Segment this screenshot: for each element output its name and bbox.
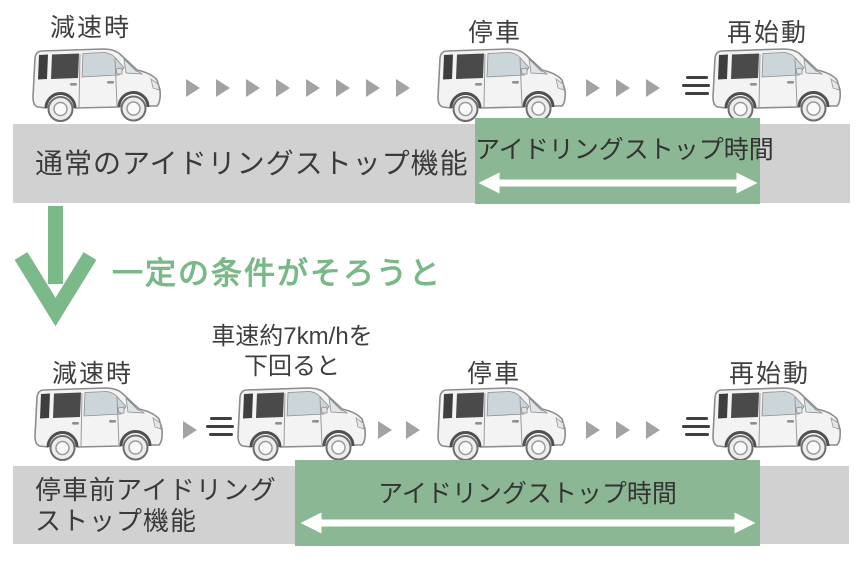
flow-arrow-icon bbox=[586, 421, 600, 439]
car-icon bbox=[707, 385, 842, 463]
stage-label-stopped: 停車 bbox=[468, 19, 523, 47]
flow-arrow-icon bbox=[186, 79, 200, 97]
flow-arrow-icon bbox=[646, 421, 660, 439]
idling-stop-time-label: アイドリングストップ時間 bbox=[378, 480, 677, 508]
motion-lines-icon bbox=[206, 417, 236, 437]
normal-function-title: 通常のアイドリングストップ機能 bbox=[35, 148, 469, 179]
motion-lines-icon bbox=[682, 76, 712, 96]
flow-arrow-icon bbox=[586, 79, 600, 97]
flow-arrow-icon bbox=[616, 421, 630, 439]
idling-stop-time-label: アイドリングストップ時間 bbox=[475, 136, 774, 164]
flow-arrow-icon bbox=[646, 79, 660, 97]
speed-note-line2: 下回ると bbox=[244, 353, 340, 380]
car-icon bbox=[707, 46, 842, 124]
stage-label-restart: 再始動 bbox=[729, 360, 811, 388]
flow-arrow-icon bbox=[216, 79, 230, 97]
car-icon bbox=[232, 385, 367, 463]
down-arrow-icon bbox=[14, 206, 97, 327]
flow-arrow-icon bbox=[616, 79, 630, 97]
flow-arrow-icon bbox=[378, 421, 392, 439]
flow-arrow-icon bbox=[406, 421, 420, 439]
flow-arrow-icon bbox=[306, 79, 320, 97]
transition-heading: 一定の条件がそろうと bbox=[112, 256, 442, 291]
flow-arrow-icon bbox=[246, 79, 260, 97]
speed-note: 車速約7km/hを 下回ると bbox=[192, 322, 392, 382]
stage-label-decelerating: 減速時 bbox=[52, 360, 134, 388]
car-icon bbox=[27, 46, 162, 124]
stage-label-decelerating: 減速時 bbox=[50, 14, 132, 42]
stage-label-restart: 再始動 bbox=[727, 19, 809, 47]
idling-stop-time-highlight: アイドリングストップ時間 bbox=[295, 460, 760, 546]
speed-note-line1: 車速約7km/hを bbox=[211, 323, 373, 350]
flow-arrow-icon bbox=[276, 79, 290, 97]
prestop-function-title-line1: 停車前アイドリング bbox=[35, 475, 277, 505]
flow-arrow-icon bbox=[336, 79, 350, 97]
flow-arrow-icon bbox=[183, 421, 197, 439]
stage-label-stopped: 停車 bbox=[467, 360, 522, 388]
car-icon bbox=[432, 385, 567, 463]
car-icon bbox=[432, 46, 567, 124]
flow-arrow-icon bbox=[396, 79, 410, 97]
idling-stop-time-highlight: アイドリングストップ時間 bbox=[475, 118, 774, 204]
prestop-function-title-line2: ストップ機能 bbox=[35, 506, 198, 536]
double-headed-arrow-icon bbox=[300, 512, 755, 534]
double-headed-arrow-icon bbox=[478, 172, 757, 194]
prestop-function-title: 停車前アイドリング ストップ機能 bbox=[35, 475, 277, 537]
flow-arrow-icon bbox=[366, 79, 380, 97]
motion-lines-icon bbox=[682, 417, 712, 437]
car-icon bbox=[29, 385, 164, 463]
